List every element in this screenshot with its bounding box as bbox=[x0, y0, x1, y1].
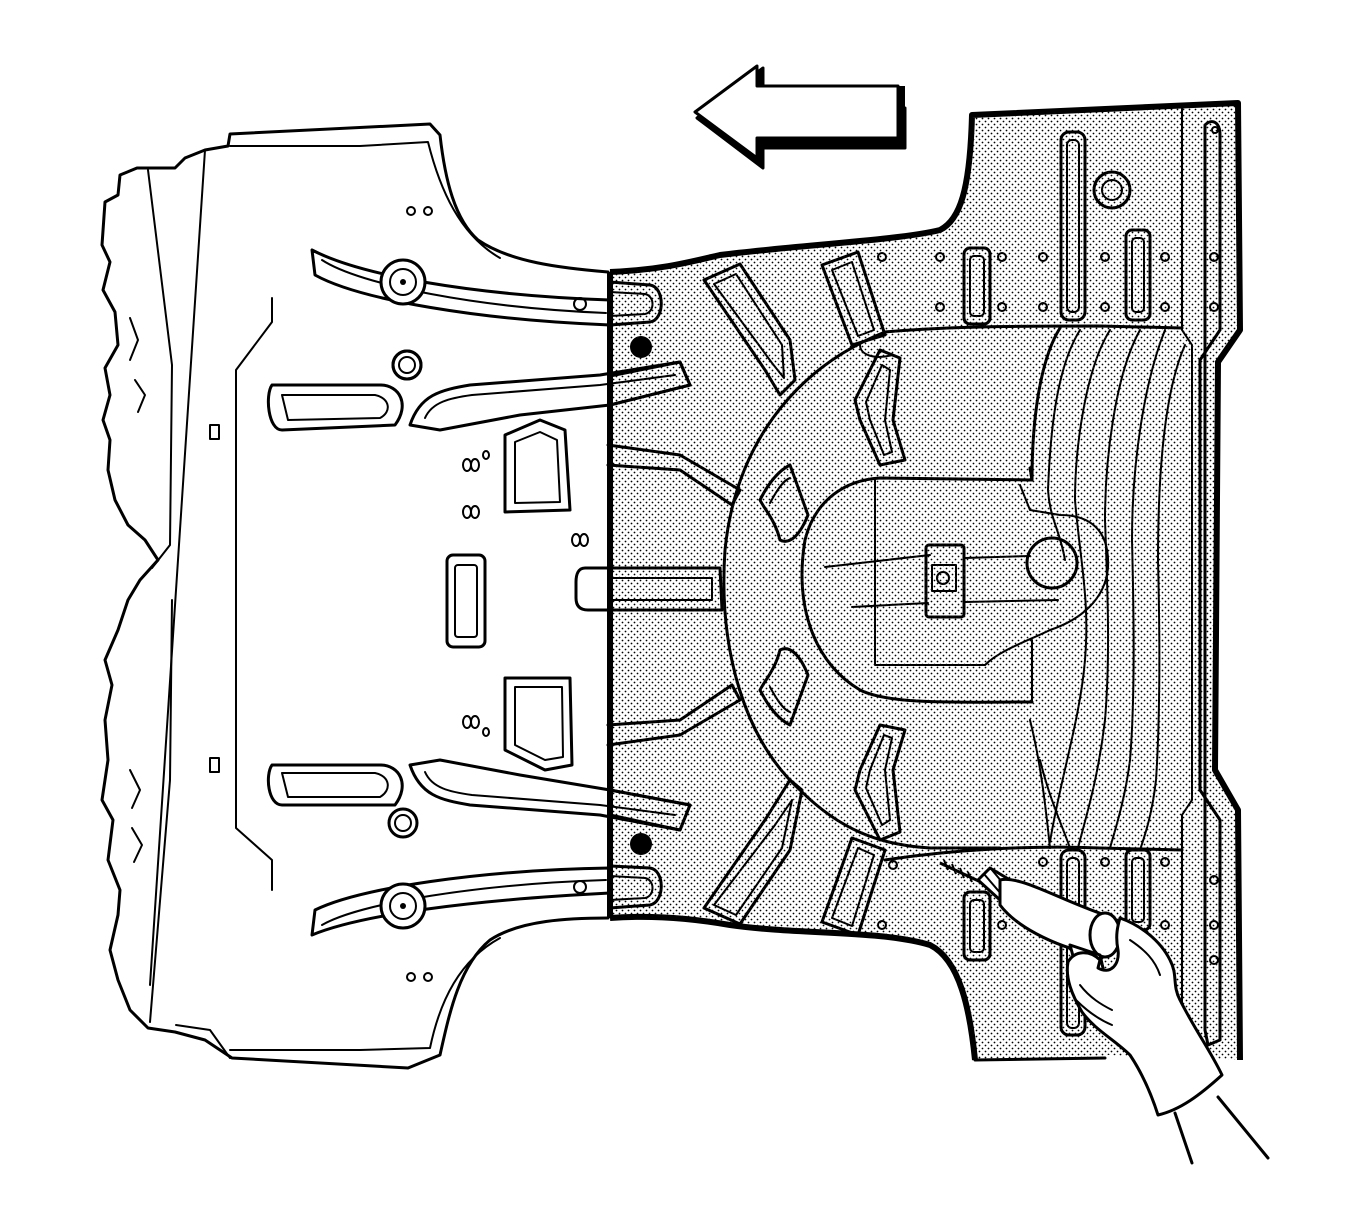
direction-arrow-icon bbox=[693, 64, 907, 170]
front-floor-panel bbox=[100, 122, 692, 1070]
hand-icon bbox=[1065, 916, 1270, 1165]
rear-floor-panel bbox=[574, 100, 1243, 1062]
